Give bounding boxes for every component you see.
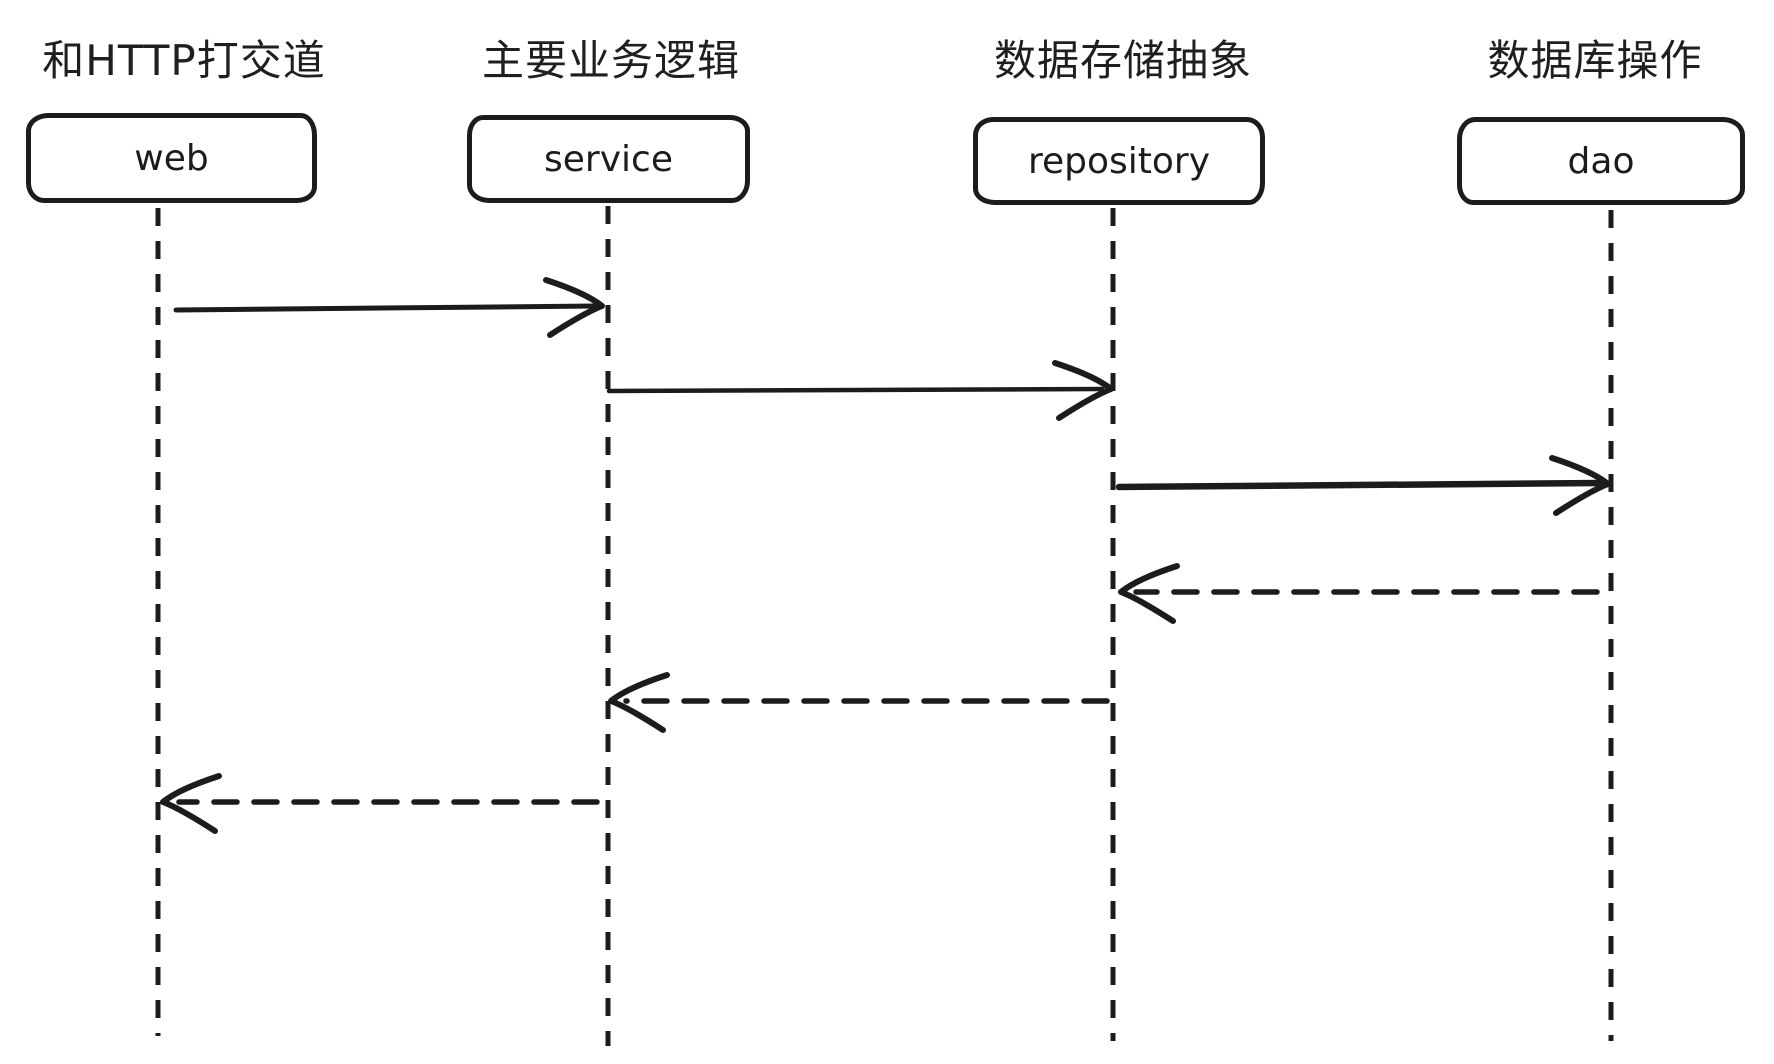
message-arrowhead-right [543, 277, 605, 338]
actor-box-dao: dao [1457, 117, 1745, 205]
actor-box-service: service [467, 115, 750, 203]
actor-annotation-service: 主要业务逻辑 [481, 36, 741, 85]
actor-box-repository: repository [973, 117, 1265, 205]
message-arrowhead-right [1549, 455, 1611, 516]
actor-box-label: service [544, 138, 673, 180]
message-arrowhead-left [1118, 563, 1180, 624]
message-arrowhead-right [1052, 360, 1114, 421]
message-arrowhead-left [608, 672, 670, 733]
message-arrow-dao-to-repository [1118, 563, 1600, 624]
message-line [1115, 479, 1604, 491]
message-arrow-web-to-service [173, 277, 605, 338]
actor-box-label: dao [1567, 140, 1635, 182]
actor-annotation-repository: 数据存储抽象 [993, 36, 1253, 85]
actor-annotation-web: 和HTTP打交道 [42, 36, 326, 85]
message-arrow-repository-to-service [608, 672, 1110, 733]
actor-annotation-dao: 数据库操作 [1487, 36, 1703, 85]
message-arrow-service-to-web [160, 773, 600, 834]
message-line [606, 386, 1105, 394]
actor-box-label: web [134, 137, 209, 179]
actor-box-web: web [26, 113, 317, 203]
actor-box-label: repository [1027, 140, 1211, 182]
message-arrow-repository-to-dao [1115, 455, 1611, 516]
message-line [173, 303, 599, 313]
message-arrowhead-left [160, 773, 222, 834]
message-arrow-service-to-repository [606, 360, 1114, 421]
